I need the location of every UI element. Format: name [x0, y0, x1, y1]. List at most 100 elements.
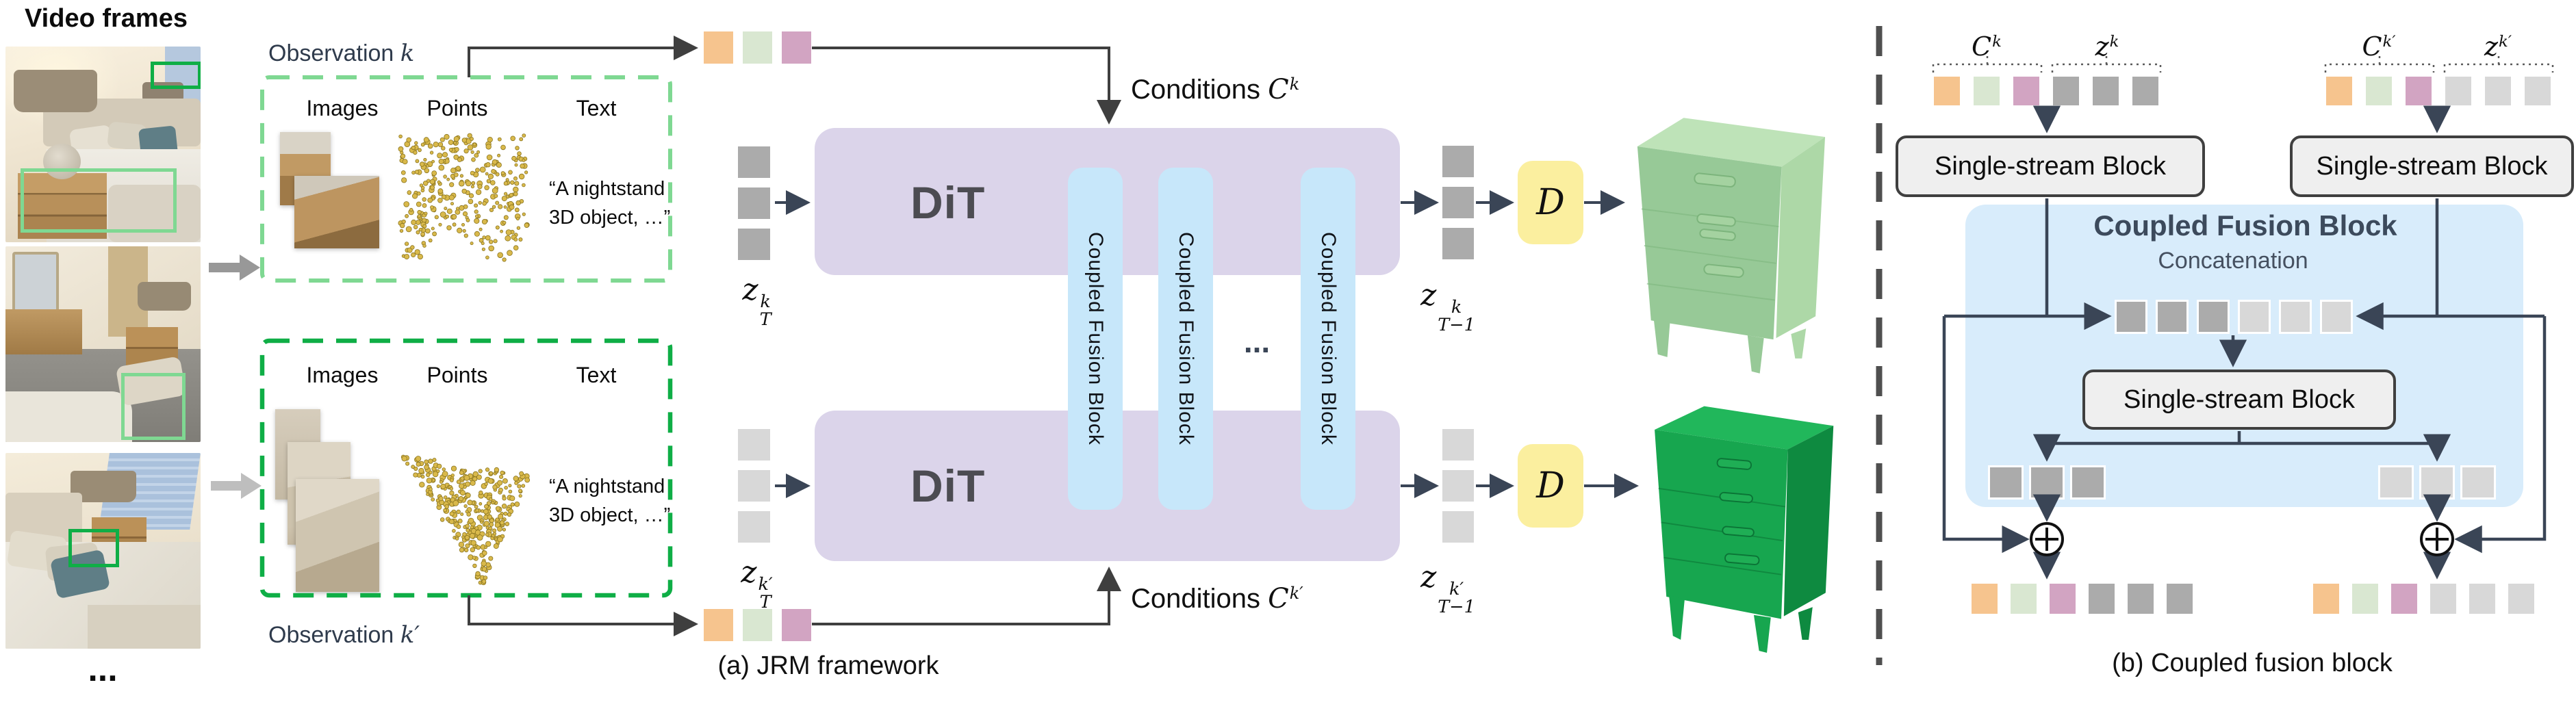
pb-latent-kp-label: zk′: [2457, 31, 2539, 62]
token-light-2: [1442, 511, 1474, 543]
pb-cond-kp-base: C: [2362, 31, 2382, 62]
plus-right-icon: [2420, 522, 2454, 556]
photo2-mirror: [12, 252, 59, 312]
cond-tokens-top: [704, 31, 811, 64]
dresser1-top-face: [1637, 118, 1826, 167]
latent-in-tokens-top: [738, 146, 770, 260]
token-dark-0: [2115, 300, 2147, 334]
photo2-lamp: [138, 282, 191, 311]
dresser2-leg-2: [1753, 614, 1771, 653]
obs-kp-quote-line1: “A nightstand: [549, 476, 665, 497]
photo2-bed: [5, 391, 132, 442]
dresser2-leg-1: [1669, 595, 1685, 640]
observation-k-var: k: [400, 40, 415, 67]
latent-out-kp-sup: k′: [1449, 579, 1464, 600]
pb-latent-kp-base: z: [2484, 31, 2499, 62]
token-light-3: [2443, 75, 2473, 107]
obs-k-to-cond-tokens-arrow: [468, 36, 698, 77]
token-dark-0: [738, 146, 770, 178]
token-dark-5: [2130, 75, 2160, 107]
token-light-4: [2279, 300, 2312, 334]
latent-in-k-base: z: [742, 272, 758, 307]
pb-latent-k-math: zk: [2095, 31, 2119, 62]
photo3-blanket: [88, 605, 201, 649]
latent-in-kp-sup: k′: [758, 574, 773, 595]
obs-k-quote-line2: 3D object, …”: [549, 207, 671, 229]
token-pink-2: [2011, 75, 2041, 107]
dresser1-front-face: [1637, 146, 1782, 340]
fusion-pillar-1-label: Coupled Fusion Block: [1084, 232, 1107, 445]
pb-latent-kp-sup: k′: [2499, 33, 2512, 51]
token-dark-4: [2126, 582, 2156, 616]
token-dark-3: [2087, 582, 2117, 616]
conditions-k-sup: k: [1289, 74, 1300, 94]
fusion-pillar-2-label: Coupled Fusion Block: [1175, 232, 1197, 445]
token-light-5: [2320, 300, 2353, 334]
token-dark-1: [2029, 465, 2065, 500]
token-dark-3: [2051, 75, 2081, 107]
token-dark-2: [738, 229, 770, 260]
obs-kp-col-text: Text: [576, 363, 617, 387]
dresser1-handle-2: [1696, 213, 1736, 227]
photo1-bbox-light-green: [21, 168, 177, 233]
pb-final-left-tokens: [1969, 582, 2195, 616]
token-light-1: [738, 470, 770, 502]
token-light-0: [738, 429, 770, 461]
pb-concat-tokens: [2115, 300, 2353, 334]
token-green-1: [2008, 582, 2039, 616]
fusion-pillar-1: Coupled Fusion Block: [1068, 168, 1123, 510]
concatenation-label: Concatenation: [2158, 248, 2308, 274]
latent-in-k-sup: k: [760, 291, 771, 313]
conditions-k-prefix: Conditions: [1131, 75, 1261, 105]
caption-panel-b: (b) Coupled fusion block: [2112, 649, 2393, 677]
output-mesh-dark-green: [1655, 406, 1834, 653]
token-green-1: [2350, 582, 2380, 616]
token-orange-0: [1932, 75, 1962, 107]
token-pink-2: [782, 31, 811, 64]
video-frames-ellipsis: ...: [88, 649, 118, 689]
obs-kp-col-points: Points: [426, 363, 488, 387]
dresser2-handle-4: [1724, 553, 1760, 566]
pb-latent-k-sup: k: [2109, 33, 2119, 51]
dresser2-handle-3: [1722, 526, 1755, 537]
dresser1-leg-2: [1747, 335, 1764, 374]
dresser1-leg-3: [1791, 328, 1807, 359]
latent-in-k-sub: T: [759, 309, 771, 330]
token-light-1: [2419, 465, 2455, 500]
single-stream-block-middle: Single-stream Block: [2082, 370, 2396, 430]
cond-tokens-bottom: [704, 609, 811, 641]
conditions-kp-sup: k′: [1289, 583, 1303, 603]
dresser1-side-face: [1776, 137, 1826, 339]
pointcloud-k: [398, 133, 530, 262]
pb-cond-k-math: Ck: [1972, 31, 2002, 62]
single-stream-block-right: Single-stream Block: [2290, 135, 2574, 197]
plus-left-icon: [2030, 522, 2064, 556]
photo1-bbox-dark-green: [151, 62, 201, 89]
photo1-nightstand: [18, 173, 107, 239]
token-dark-0: [1988, 465, 2024, 500]
obs-kp-quote-line2: 3D object, …”: [549, 504, 671, 527]
fusion-pillar-2: Coupled Fusion Block: [1158, 168, 1213, 510]
obs-k-quote-line1: “A nightstand: [549, 178, 665, 200]
token-dark-2: [2070, 465, 2106, 500]
token-orange-0: [704, 609, 733, 641]
photo1-vase: [43, 144, 81, 179]
token-pink-2: [2048, 582, 2078, 616]
observation-kp-text: Observation: [268, 622, 394, 648]
pb-cond-kp-sup: k′: [2382, 33, 2396, 51]
latent-in-kp-base: z: [741, 555, 757, 590]
token-orange-0: [2324, 75, 2354, 107]
conditions-kp-base: C: [1268, 583, 1289, 614]
output-mesh-light-green: [1637, 118, 1826, 374]
token-light-1: [1442, 470, 1474, 502]
dresser2-handle-2: [1719, 491, 1753, 504]
fusion-pillar-3-label: Coupled Fusion Block: [1317, 232, 1340, 445]
token-green-1: [743, 31, 772, 64]
latent-in-tokens-bottom: [738, 429, 770, 543]
obs-k-col-points: Points: [426, 96, 488, 120]
